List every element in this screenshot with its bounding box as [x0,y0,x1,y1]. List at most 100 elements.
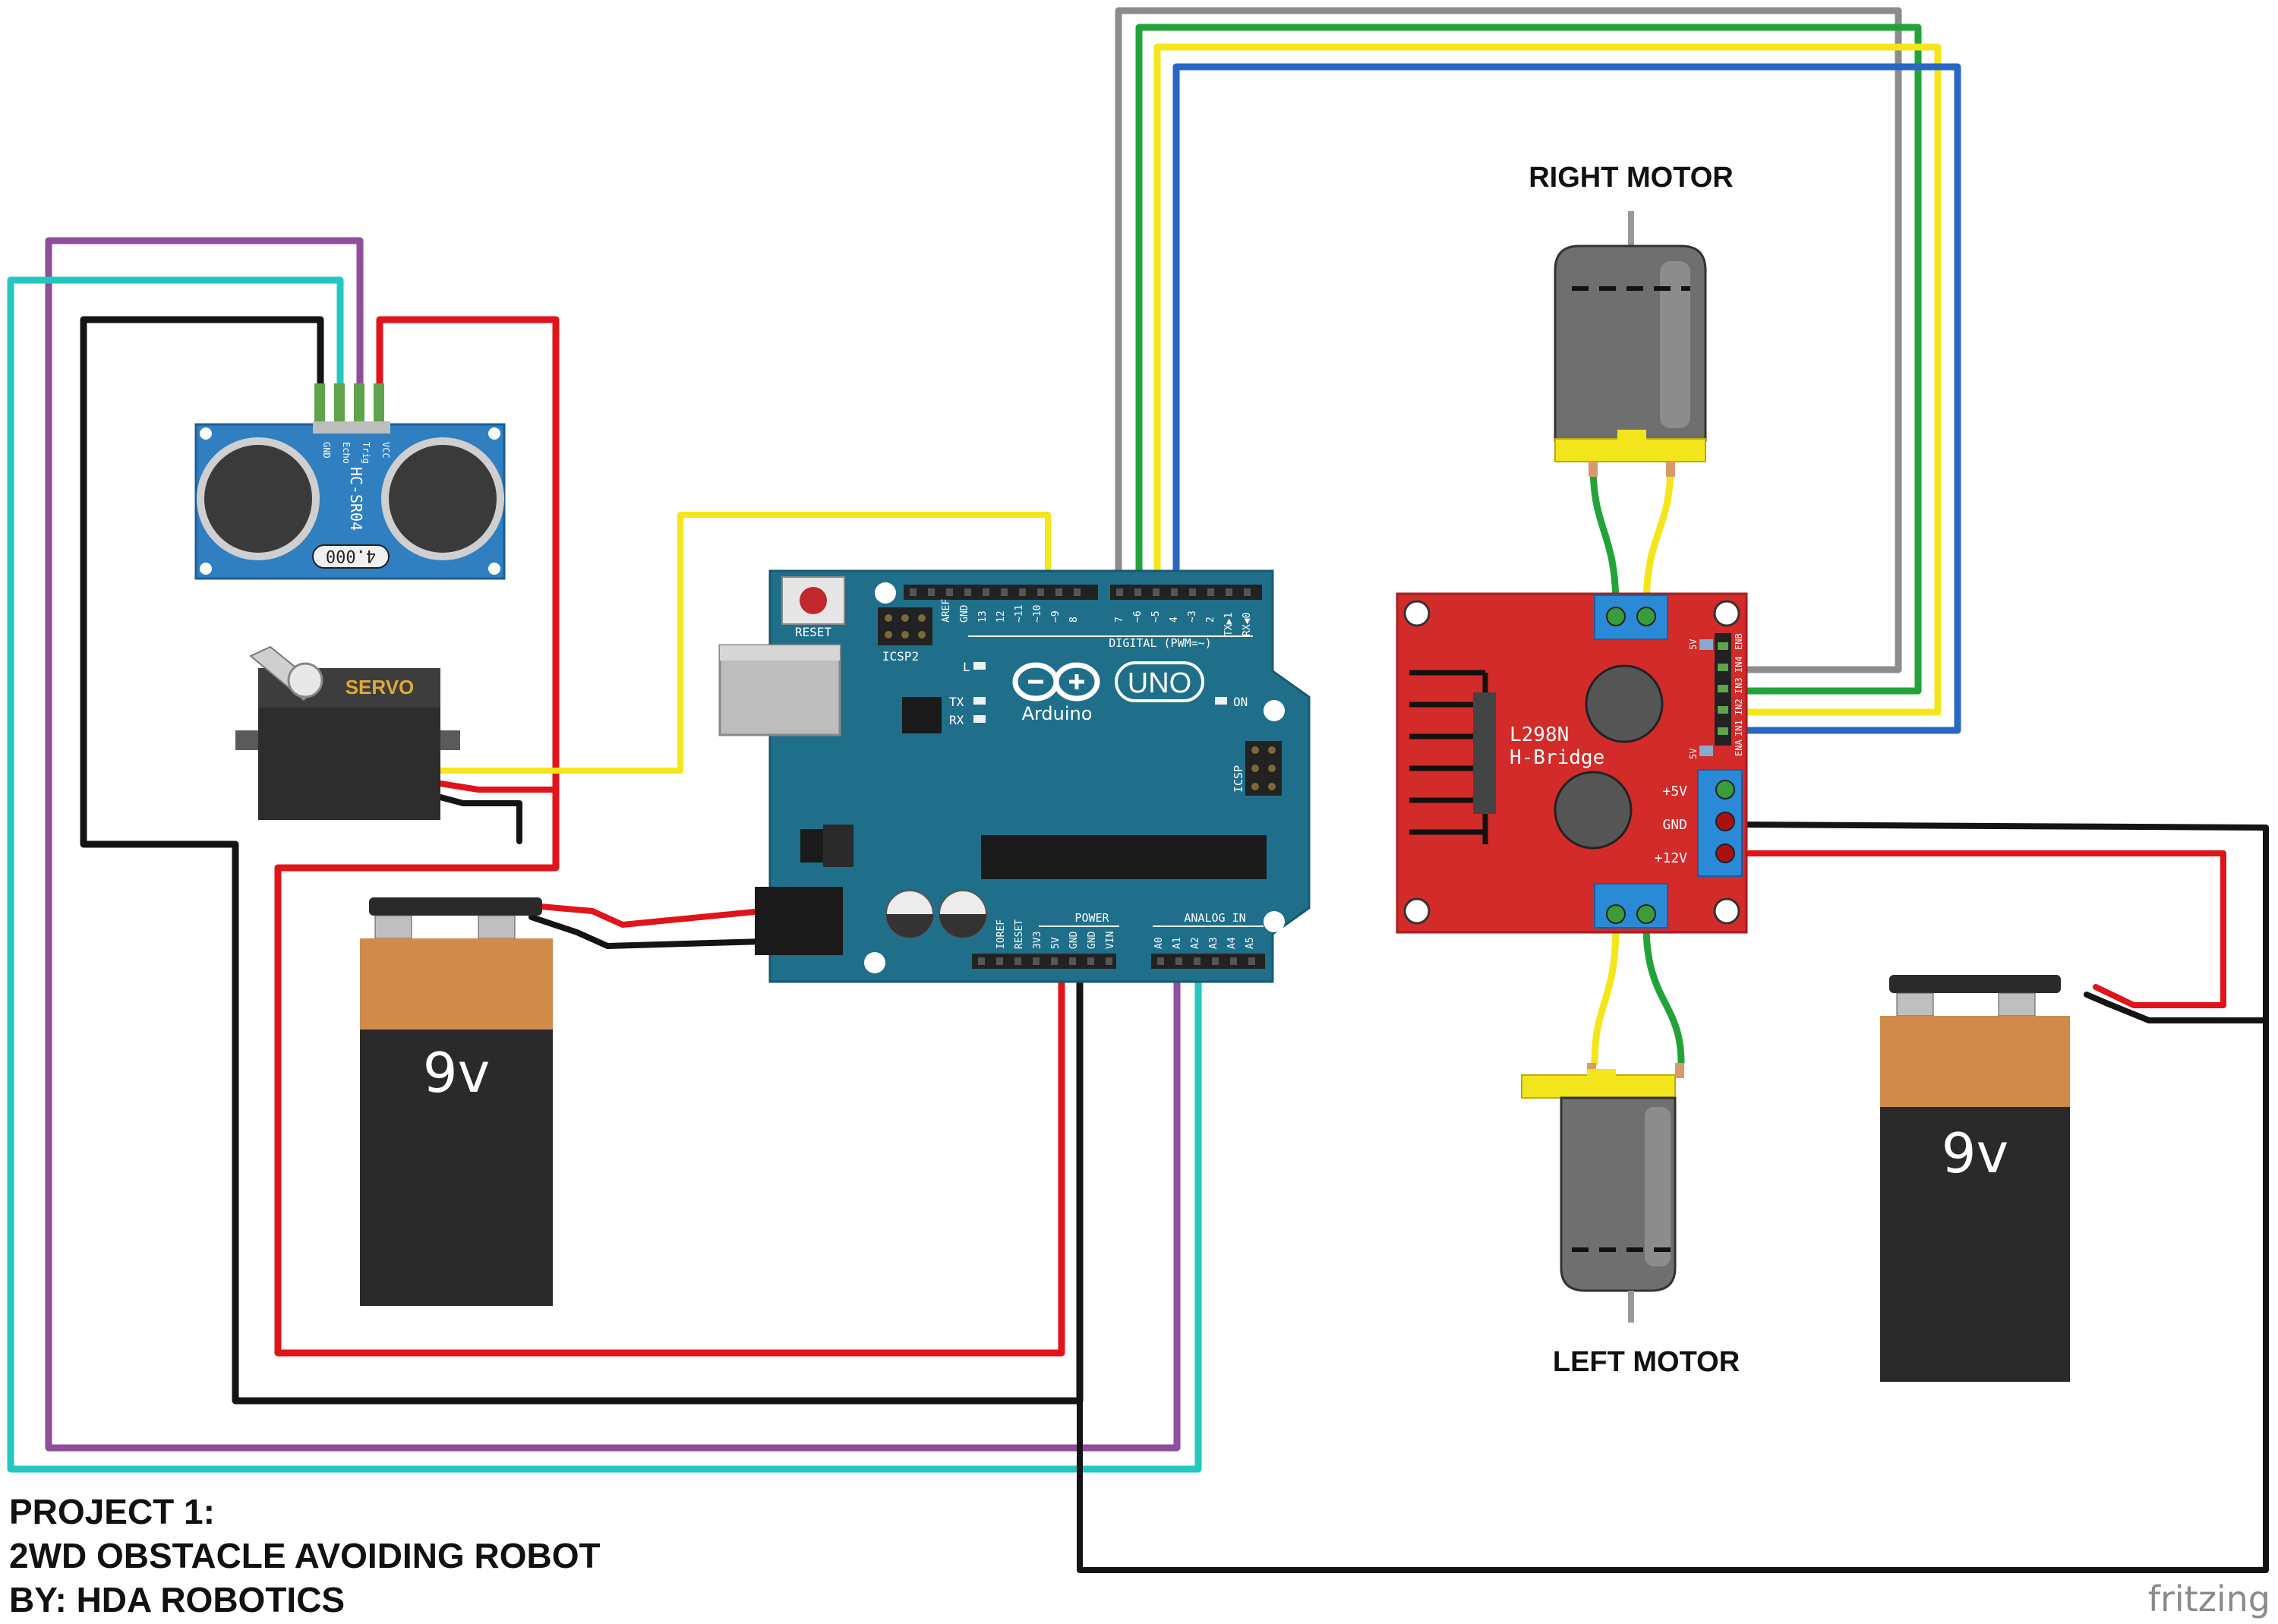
ultrasonic-sensor: 4.000 HC-SR04 GND Echo Trig VCC [194,383,506,580]
wire-green-left-motor [1642,921,1685,1067]
fritzing-watermark: fritzing [2147,1578,2270,1619]
hbridge-title-1: L298N [1510,724,1569,746]
sensor-model-label: HC-SR04 [347,467,365,531]
wire-purple-trig [45,237,1181,1452]
caption-line-1: PROJECT 1: [9,1492,215,1531]
wire-gray-in4 [1115,7,1902,673]
wire-green-right-motor [1589,461,1620,611]
project-caption: PROJECT 1: 2WD OBSTACLE AVOIDING ROBOT B… [9,1490,601,1622]
label-jumper-top: 5V [1688,639,1699,650]
pin-11: ~11 [1014,605,1025,623]
analog-header [1151,954,1265,969]
left-motor: LEFT MOTOR [1521,1063,1740,1378]
sensor-pin-header [313,383,390,434]
wire-black-battery-right-lead [2084,992,2269,1023]
power-label: POWER [1074,911,1109,925]
wire-red-battery-right [1724,850,2226,1008]
digital-pin-labels: AREF GND 13 12 ~11 ~10 ~9 8 7 ~6 ~5 4 ~3… [941,599,1253,636]
wire-red-sensor-vcc [274,316,1065,1357]
terminal-right-motor [1594,594,1668,640]
led-l-label: L [963,660,970,674]
pin-tx1: TX▶1 [1223,613,1235,636]
microcontroller [981,835,1267,879]
pin-a0: A0 [1153,937,1165,949]
wire-black-battery-right [1077,821,2269,1573]
led-tx-label: TX [949,695,964,709]
right-motor: RIGHT MOTOR [1529,162,1734,477]
wire-yellow-left-motor [1591,921,1620,1067]
dc-jack [755,887,843,955]
caption-line-3: BY: HDA ROBOTICS [9,1580,345,1619]
sensor-transducer-right [381,437,504,560]
l298n-h-bridge: L298N H-Bridge +5V GND +12V ENB IN4 [1396,592,1748,934]
wire-green-in3 [1135,24,1922,695]
pin-13: 13 [977,610,989,623]
pin-gnd-top: GND [959,604,970,623]
left-motor-label: LEFT MOTOR [1553,1346,1740,1378]
battery-left-label: 9v [423,1041,490,1105]
reset-button [800,587,827,614]
label-in3: IN3 [1734,677,1744,694]
sensor-crystal-label: 4.000 [326,546,376,565]
pin-rx0: RX◀0 [1242,613,1253,636]
servo-motor: SERVO [235,645,460,820]
pin-gnd-1: GND [1068,931,1080,949]
wire-blue-in1 [1172,63,1961,734]
wire-black-sensor-gnd [80,316,1084,1405]
label-12v: +12V [1655,850,1688,866]
usb-chip [902,697,942,733]
wire-red-battery-left [538,903,765,928]
pin-5v: 5V [1050,937,1062,949]
battery-right: 9v [1880,975,2070,1382]
pin-9: ~9 [1050,610,1062,623]
pin-a2: A2 [1190,937,1201,949]
pin-12: 12 [995,610,1007,623]
pin-reset: RESET [1014,919,1025,949]
wire-yellow-right-motor [1642,461,1674,611]
power-header [972,954,1116,969]
pin-5: ~5 [1150,610,1162,623]
wires [7,7,2269,1573]
label-gnd: GND [1662,817,1687,833]
wire-cyan-echo [7,276,1202,1473]
sensor-pin-trig: Trig [361,442,371,464]
digital-header-pins [910,588,1251,596]
battery-left: 9v [360,897,553,1306]
led-rx-label: RX [949,713,964,727]
pin-gnd-2: GND [1087,931,1098,949]
led-on-label: ON [1233,695,1248,709]
power-pin-labels: IOREF RESET 3V3 5V GND GND VIN A0 A1 A2 … [995,919,1256,949]
label-in4: IN4 [1734,656,1744,673]
analog-label: ANALOG IN [1184,911,1245,925]
arduino-logo: UNO Arduino [1012,661,1204,724]
icsp-label: ICSP [1232,765,1245,793]
hbridge-board [1396,592,1748,934]
label-5v: +5V [1662,784,1687,799]
pin-a3: A3 [1208,937,1219,949]
label-in1: IN1 [1734,720,1744,736]
digital-label: DIGITAL (PWM=~) [1109,636,1211,650]
label-jumper-bottom: 5V [1688,749,1699,759]
arduino-uno: RESET ICSP2 AREF GND 13 12 ~11 ~10 ~9 8 … [718,569,1311,983]
icsp2-header [878,607,932,645]
arduino-brand: Arduino [1022,703,1093,724]
battery-right-label: 9v [1942,1121,2008,1185]
pin-a1: A1 [1172,937,1183,949]
caption-line-2: 2WD OBSTACLE AVOIDING ROBOT [9,1536,601,1575]
control-header [1699,633,1731,756]
reset-label: RESET [795,625,832,639]
sensor-pin-vcc: VCC [380,442,391,459]
arduino-model: UNO [1128,667,1191,699]
wire-black-servo-gnd [437,794,522,844]
pin-10: ~10 [1032,605,1043,623]
wire-red-servo-vcc [437,780,559,793]
pin-3v3: 3V3 [1032,932,1043,949]
pin-6: ~6 [1132,610,1144,623]
pin-4: 4 [1169,616,1180,623]
sensor-pin-echo: Echo [341,442,352,464]
icsp-header [1245,741,1282,796]
label-ena: ENA [1734,739,1744,756]
wire-black-battery-left [528,914,765,949]
terminal-left-motor [1594,883,1668,929]
